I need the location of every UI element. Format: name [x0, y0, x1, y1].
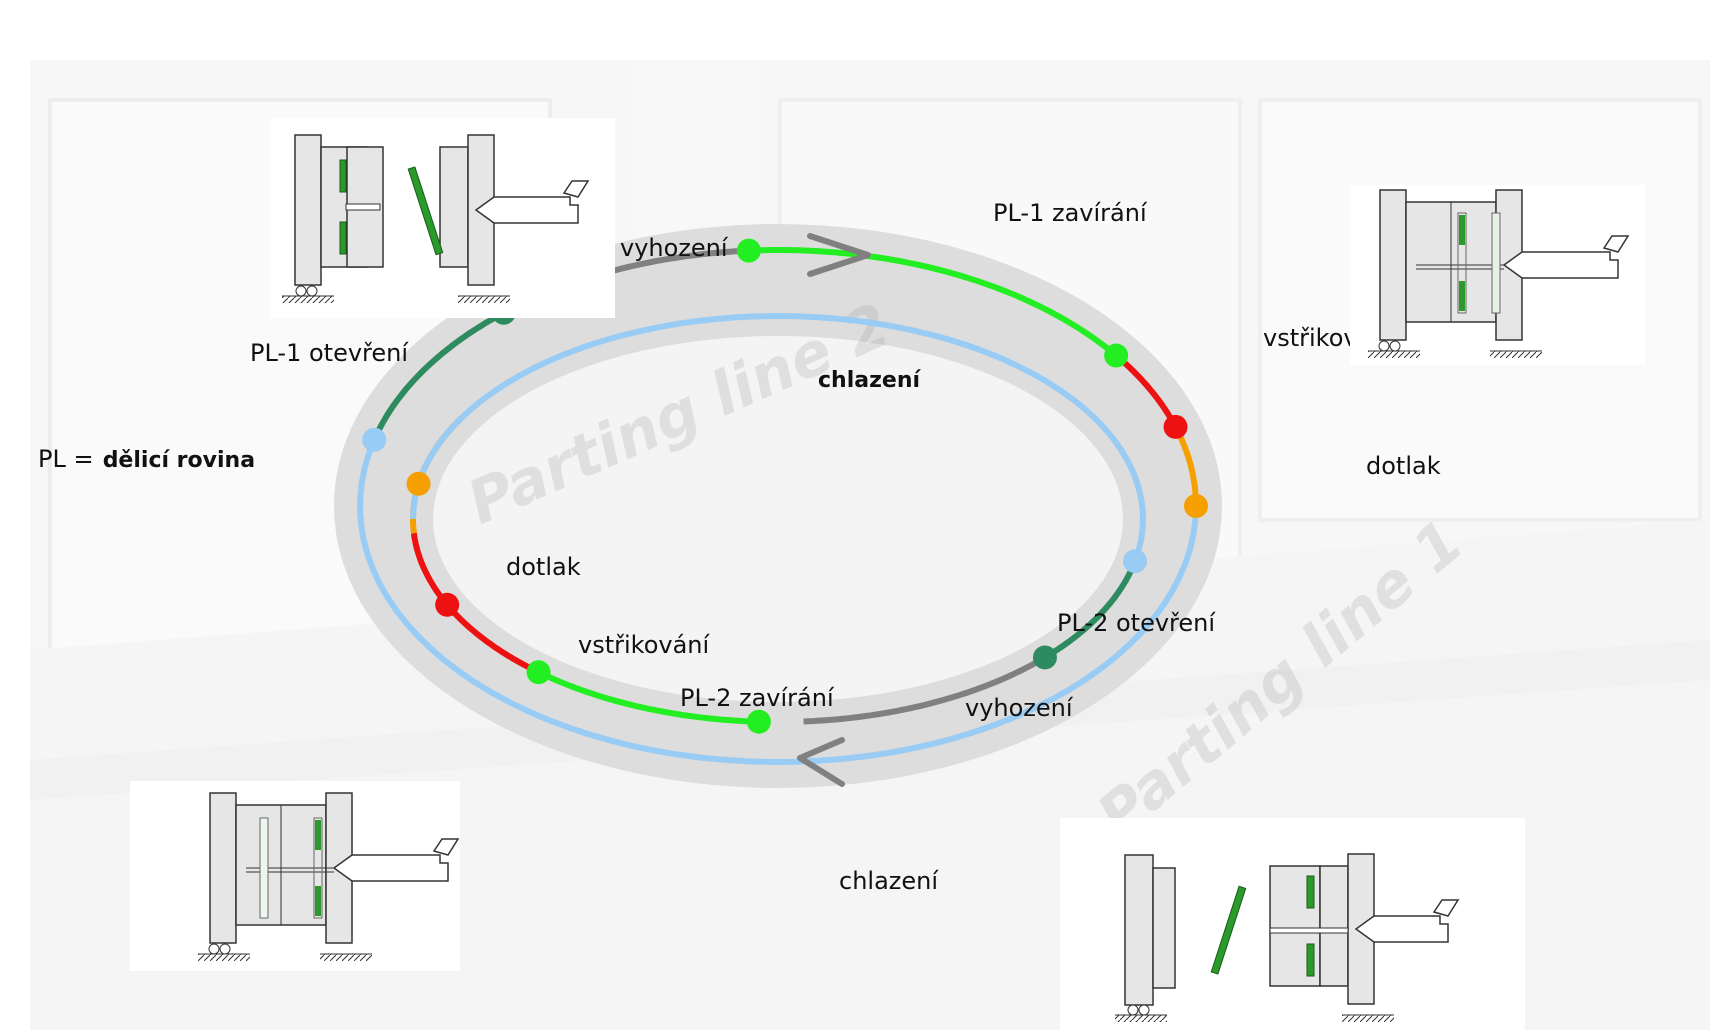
outer-node-cooling-start [1184, 494, 1208, 518]
outer-arc-injection [1114, 353, 1179, 429]
inner-label-cooling: chlazení [818, 368, 921, 393]
outer-arrow-icon [807, 233, 871, 277]
outer-node-closing [736, 238, 761, 263]
mold-illustration-pl1-closed [1350, 185, 1645, 365]
inner-arc-opening [1043, 560, 1138, 661]
cycle-ring [334, 224, 1222, 788]
outer-label-ejection: vyhození [620, 234, 729, 262]
outer-node-injection-start [1104, 343, 1129, 368]
outer-arc-closing [748, 247, 1119, 358]
inner-arc-injection [410, 532, 450, 607]
outer-label-opening: PL-1 otevření [250, 339, 409, 367]
inner-label-ejection: vyhození [965, 694, 1074, 722]
inner-node-opening-start [1123, 549, 1148, 574]
legend-definition: dělicí rovina [103, 448, 255, 473]
inner-cycle-nodes [406, 471, 1148, 734]
legend: PL = dělicí rovina [38, 445, 255, 473]
inner-label-opening: PL-2 otevření [1057, 609, 1216, 637]
inner-label-injection: vstřikování [578, 631, 711, 659]
outer-node-holding-start [1163, 414, 1188, 439]
outer-arc-holding [1172, 425, 1199, 506]
legend-prefix: PL = [38, 445, 94, 473]
mold-illustration-pl1-open [270, 118, 615, 318]
inner-cycle-arcs [410, 312, 1147, 725]
inner-label-holding: dotlak [506, 553, 581, 581]
inner-arc-closing [537, 669, 759, 725]
inner-arrow-icon [797, 737, 845, 787]
inner-arc-injection-2 [444, 602, 540, 675]
outer-cycle-arcs [357, 247, 1199, 766]
outer-label-cooling: chlazení [839, 867, 939, 895]
outer-arc-cooling [357, 438, 1199, 766]
inner-node-injection-start [435, 592, 460, 617]
inner-label-closing: PL-2 zavírání [680, 684, 835, 712]
inner-node-holding-start [406, 471, 431, 496]
inner-node-ejection-start [1032, 645, 1057, 670]
outer-node-opening-start [362, 427, 387, 452]
mold-illustration-pl2-open [1060, 818, 1525, 1030]
outer-label-closing: PL-1 zavírání [993, 199, 1148, 227]
inner-node-closing-end [746, 709, 771, 734]
inner-arc-cooling [410, 312, 1147, 563]
inner-node-closing-start [526, 660, 551, 685]
mold-illustration-pl2-closed [130, 781, 460, 971]
outer-arc-opening [371, 310, 506, 441]
inner-arc-ejection [803, 654, 1047, 725]
outer-label-holding: dotlak [1366, 452, 1441, 480]
